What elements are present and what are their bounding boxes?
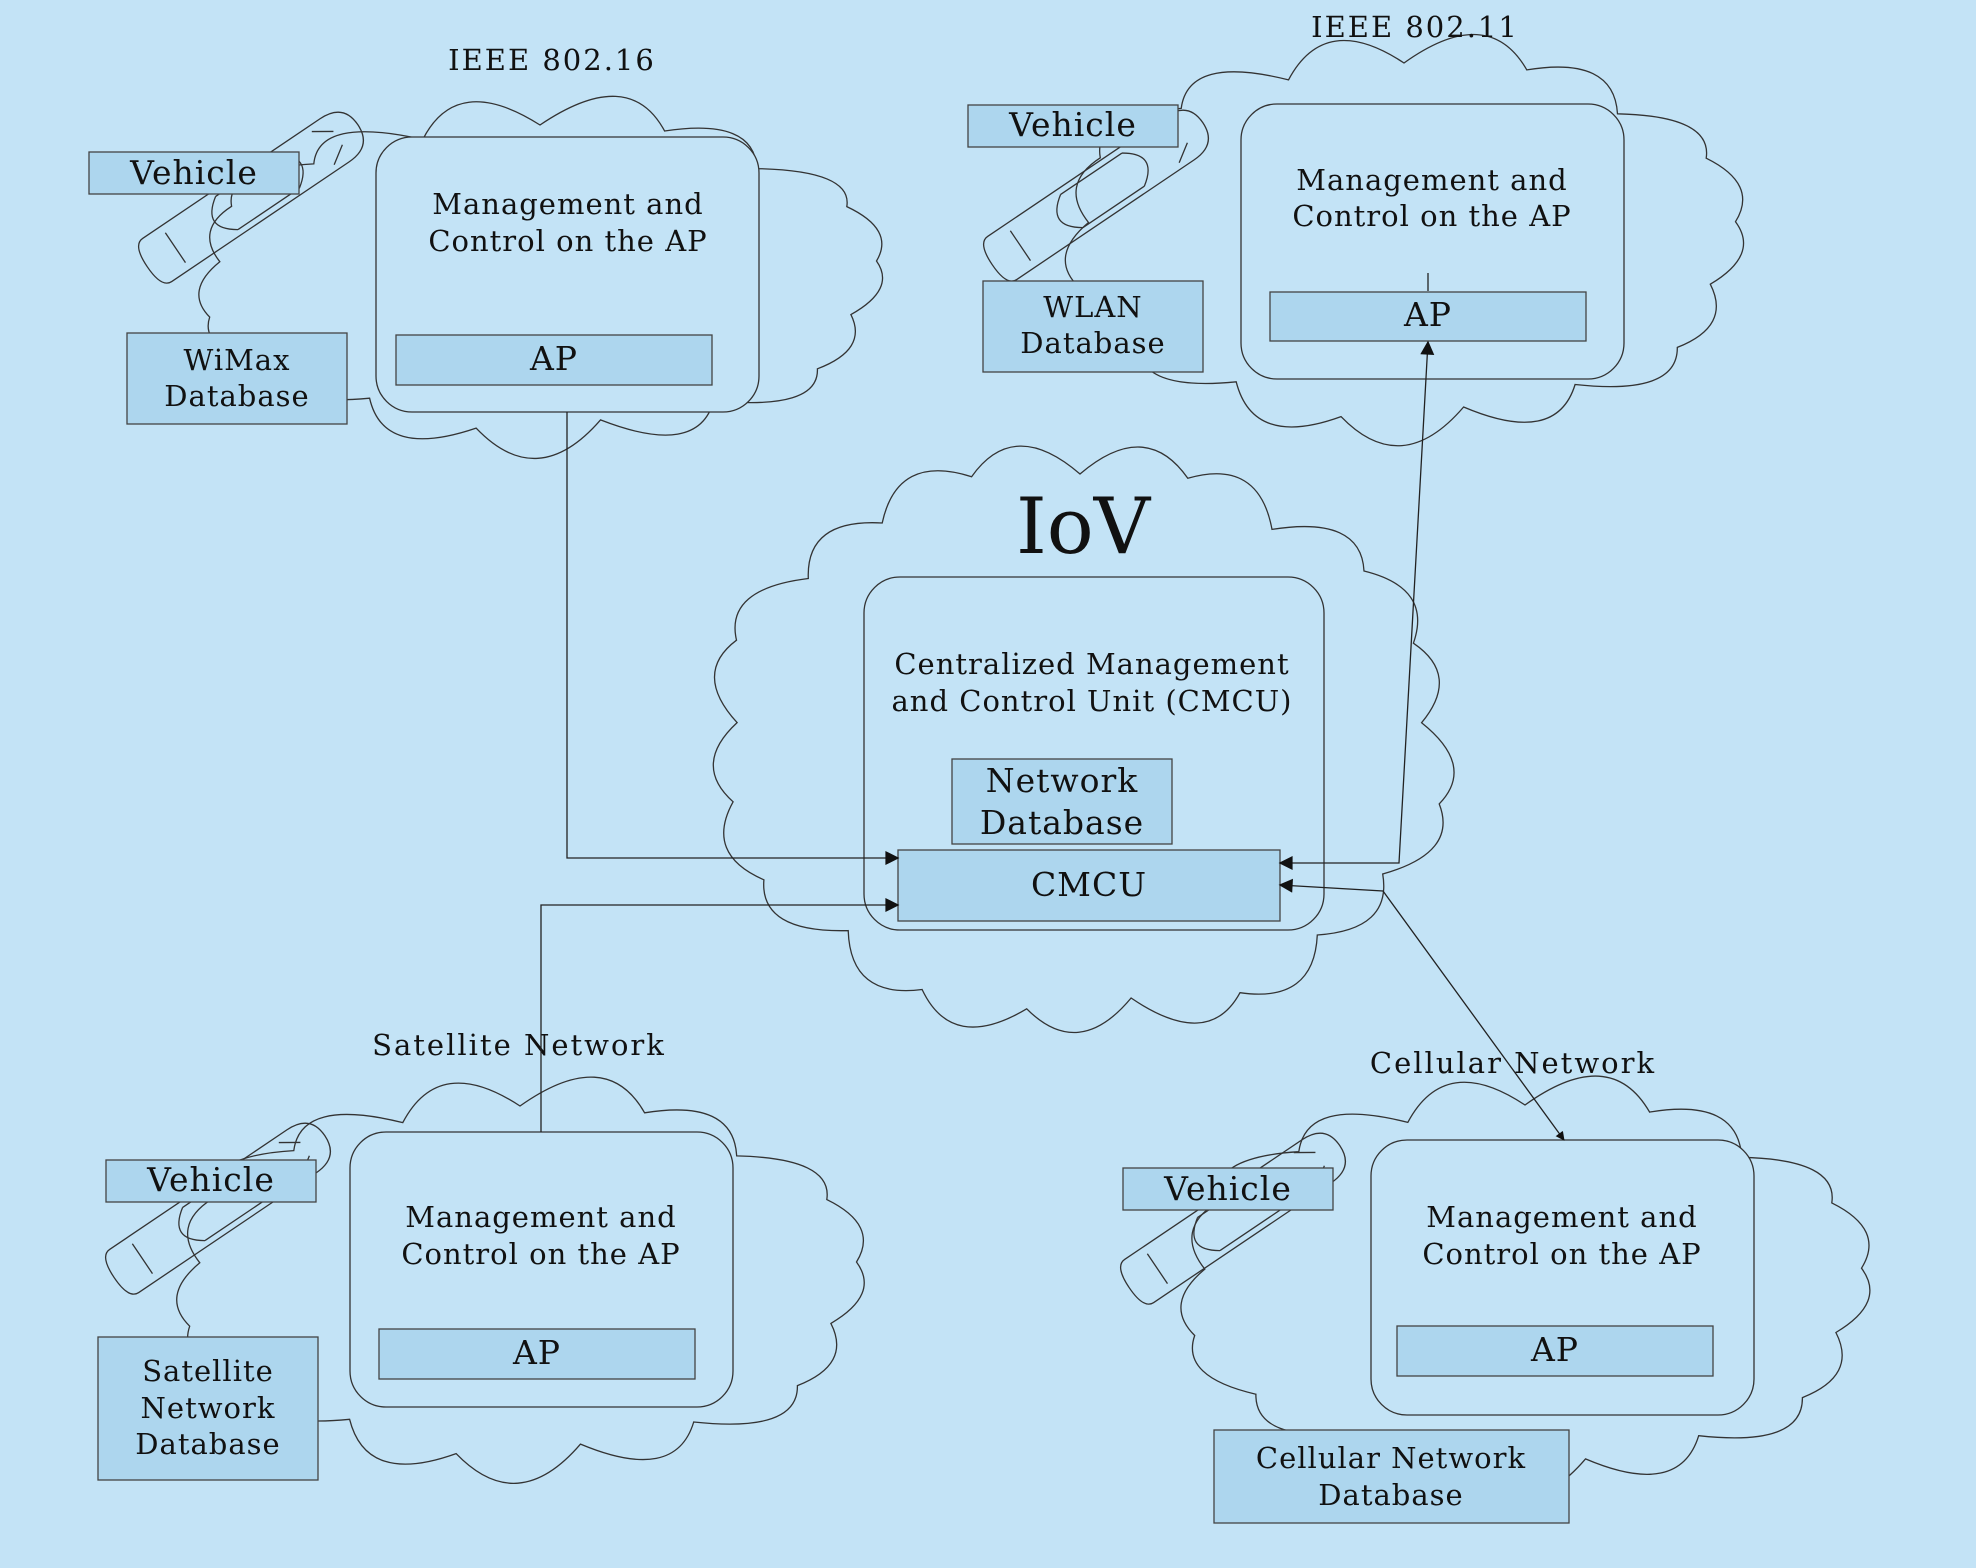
cmcu-box — [897, 849, 1281, 922]
database-box-cellular — [1213, 1429, 1570, 1524]
mgmt-text-line2: Control on the AP — [401, 1237, 680, 1271]
database-label-line1: WLAN — [1043, 290, 1142, 324]
ap-box-wlan — [1269, 291, 1587, 342]
vehicle-label: Vehicle — [1008, 105, 1137, 144]
vehicle-label-box — [105, 1159, 317, 1203]
network-satellite: Satellite Network Management and Control… — [97, 1028, 734, 1481]
link-satellite-to-cmcu — [540, 898, 900, 1132]
mgmt-text-line2: Control on the AP — [428, 224, 707, 258]
ap-box-satellite — [378, 1328, 696, 1380]
mgmt-text-line1: Management and — [1296, 163, 1567, 197]
vehicle-label: Vehicle — [146, 1160, 275, 1199]
vehicle-label: Vehicle — [1163, 1169, 1292, 1208]
ap-box-cellular — [1396, 1325, 1714, 1377]
database-label-line2: Database — [1020, 326, 1165, 360]
ap-label: AP — [529, 339, 578, 378]
database-label-line2: Database — [1318, 1478, 1463, 1512]
cmcu-label: CMCU — [1031, 865, 1147, 904]
vehicle-label-box — [1122, 1167, 1334, 1211]
database-label-line1: Satellite — [142, 1354, 274, 1388]
network-database-line1: Network — [986, 761, 1139, 800]
network-header-wimax: IEEE 802.16 — [448, 43, 656, 77]
mgmt-text-line2: Control on the AP — [1422, 1237, 1701, 1271]
database-label-line1: WiMax — [184, 343, 291, 377]
network-database-box — [951, 758, 1173, 845]
network-wimax: IEEE 802.16 Management and Control on th… — [88, 43, 760, 425]
database-label-line2: Database — [164, 379, 309, 413]
database-label-line3: Database — [135, 1427, 280, 1461]
cmcu-caption-line1: Centralized Management — [894, 647, 1289, 681]
network-header-cellular: Cellular Network — [1370, 1046, 1656, 1080]
network-header-satellite: Satellite Network — [372, 1028, 666, 1062]
link-wimax-to-cmcu — [566, 412, 900, 865]
link-cellular-cmcu-bidirectional — [1278, 878, 1565, 1141]
database-label-line2: Network — [141, 1391, 276, 1425]
cmcu-caption-line2: and Control Unit (CMCU) — [892, 684, 1293, 718]
database-box-wimax — [126, 332, 348, 425]
ap-label: AP — [512, 1333, 561, 1372]
mgmt-text-line1: Management and — [1426, 1200, 1697, 1234]
vehicle-label-box — [967, 104, 1179, 148]
link-wlan-cmcu-bidirectional — [1278, 340, 1435, 870]
mgmt-text-line1: Management and — [405, 1200, 676, 1234]
database-box-wlan — [982, 280, 1204, 373]
network-database-line2: Database — [980, 803, 1144, 842]
ap-label: AP — [1530, 1330, 1579, 1369]
vehicle-label-box — [88, 151, 300, 195]
iov-title: IoV — [1016, 482, 1152, 572]
database-box-satellite — [97, 1336, 319, 1481]
ap-label: AP — [1403, 295, 1452, 334]
vehicle-label: Vehicle — [129, 153, 258, 192]
iov-central: IoV Centralized Management and Control U… — [863, 482, 1325, 931]
network-header-wlan: IEEE 802.11 — [1311, 10, 1519, 44]
network-wlan: IEEE 802.11 Management and Control on th… — [967, 10, 1625, 380]
mgmt-text-line1: Management and — [432, 187, 703, 221]
mgmt-text-line2: Control on the AP — [1292, 199, 1571, 233]
ap-box-wimax — [395, 334, 713, 386]
database-label-line1: Cellular Network — [1256, 1441, 1526, 1475]
